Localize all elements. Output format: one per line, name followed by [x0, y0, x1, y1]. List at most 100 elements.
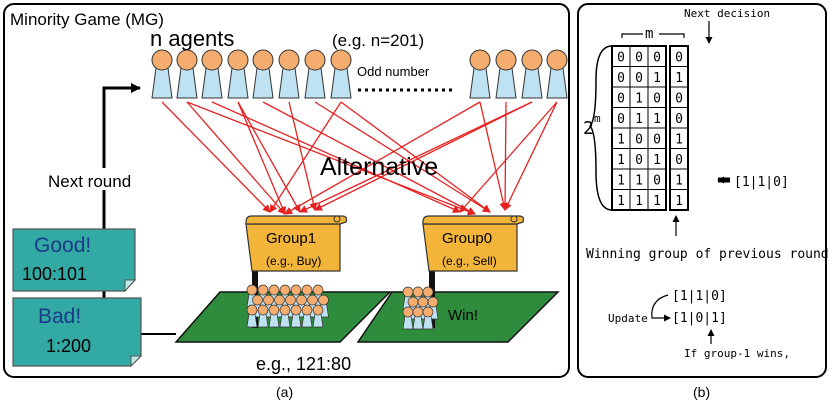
crowd-agent-icon	[422, 306, 434, 330]
panel-b-caption: (b)	[693, 384, 710, 400]
table-cell-value: 0	[635, 153, 643, 168]
rows-label-exp: m	[594, 112, 601, 125]
panel-a-caption: (a)	[276, 384, 293, 400]
agent-icon	[176, 49, 198, 99]
m-label-bg	[643, 27, 659, 39]
group1-flag	[245, 215, 348, 272]
update-label: Update	[608, 312, 648, 325]
table-cell-value: 1	[675, 71, 683, 86]
table-cell-value: 1	[635, 112, 643, 127]
panel-b-frame	[577, 3, 827, 378]
table-cell-value: 1	[675, 194, 683, 209]
table-cell-value: 1	[635, 92, 643, 107]
panel-a-title: Minority Game (MG)	[10, 10, 164, 29]
panel-a-frame	[3, 3, 570, 378]
choice-arrow	[459, 101, 558, 213]
table-cell-value: 0	[675, 51, 683, 66]
table-cell-value: 0	[675, 153, 683, 168]
agent-icon	[521, 49, 543, 99]
group0-example: (e.g., Sell)	[442, 254, 497, 268]
table-cell-value: 0	[617, 112, 625, 127]
choice-arrow	[314, 101, 533, 211]
crowd-agent-icon	[257, 304, 269, 328]
choice-arrow	[269, 101, 342, 213]
table-cell-value: 0	[635, 51, 643, 66]
table-cell-value: 0	[653, 51, 661, 66]
next-round-label: Next round	[48, 172, 131, 191]
choice-arrow	[284, 101, 481, 215]
bad-note-ratio: 1:200	[46, 336, 91, 356]
table-cell-value: 1	[675, 174, 683, 189]
group1-example: (e.g., Buy)	[266, 254, 321, 268]
table-cell-value: 0	[635, 71, 643, 86]
crowd-agent-icon	[312, 304, 324, 328]
agent-icon	[469, 49, 491, 99]
table-cell-value: 1	[653, 71, 661, 86]
choice-arrow	[314, 101, 491, 213]
update-arrow	[651, 294, 671, 322]
choice-arrow	[299, 101, 533, 213]
choice-arrow	[504, 101, 558, 211]
crowd-agent-icon	[268, 304, 280, 328]
agents-row	[151, 49, 568, 99]
crowd-agent-icon	[301, 304, 313, 328]
choice-arrows	[161, 101, 558, 216]
table-cell-value: 1	[653, 194, 661, 209]
agent-icon	[278, 49, 300, 99]
table-cell-value: 0	[653, 92, 661, 107]
agent-icon	[495, 49, 517, 99]
bad-note	[12, 297, 143, 368]
update-after: [1|0|1]	[672, 311, 727, 326]
group0-flag-pole	[429, 222, 435, 328]
group0-crowd	[402, 286, 439, 330]
pointer-label: [1|1|0]	[734, 175, 789, 190]
table-cell-value: 1	[653, 112, 661, 127]
agent-icon	[201, 49, 223, 99]
example-n-label: (e.g. n=201)	[332, 31, 424, 50]
update-before: [1|1|0]	[672, 289, 727, 304]
agents-label: n agents	[150, 26, 234, 51]
table-cell-value: 0	[635, 133, 643, 148]
history-columns-frame	[611, 45, 667, 211]
example-split-label: e.g., 121:80	[256, 354, 351, 374]
bad-note-title: Bad!	[38, 305, 81, 328]
agent-icon	[304, 49, 326, 99]
table-cell-value: 1	[675, 133, 683, 148]
table-cell-value: 0	[675, 92, 683, 107]
group0-flag	[422, 215, 525, 272]
table-cell-value: 0	[653, 133, 661, 148]
rows-brace	[588, 45, 613, 211]
crowd-agent-icon	[246, 304, 258, 328]
choice-arrow	[161, 101, 271, 213]
if-wins-label: If group-1 wins,	[684, 347, 790, 360]
crowd-agent-icon	[402, 306, 414, 330]
good-note-title: Good!	[34, 234, 91, 257]
win-label: Win!	[448, 307, 478, 324]
agent-icon	[330, 49, 352, 99]
alternative-label: Alternative	[320, 153, 438, 181]
choice-arrow	[237, 101, 301, 213]
decision-column-frame	[669, 45, 689, 211]
next-round-bg	[44, 168, 162, 190]
good-note-ratio: 100:101	[22, 264, 87, 284]
table-cell-value: 1	[653, 153, 661, 168]
table-cell-value: 1	[635, 174, 643, 189]
choice-arrow	[479, 101, 508, 211]
group0-title: Group0	[442, 230, 492, 247]
choice-arrow	[262, 101, 476, 215]
choice-arrow	[186, 101, 286, 215]
group1-flag-pole	[252, 222, 258, 328]
table-cell-value: 1	[617, 194, 625, 209]
table-cell-value: 1	[617, 153, 625, 168]
choice-arrow	[211, 101, 461, 213]
winning-group-label: Winning group of previous round	[586, 247, 829, 262]
choice-arrow	[288, 101, 318, 211]
agent-icon	[227, 49, 249, 99]
m-label: m	[645, 26, 653, 42]
table-cell-value: 1	[617, 174, 625, 189]
table-cell-value: 1	[635, 194, 643, 209]
agent-icon	[151, 49, 173, 99]
crowd-agent-icon	[279, 304, 291, 328]
table-cell-value: 0	[617, 92, 625, 107]
